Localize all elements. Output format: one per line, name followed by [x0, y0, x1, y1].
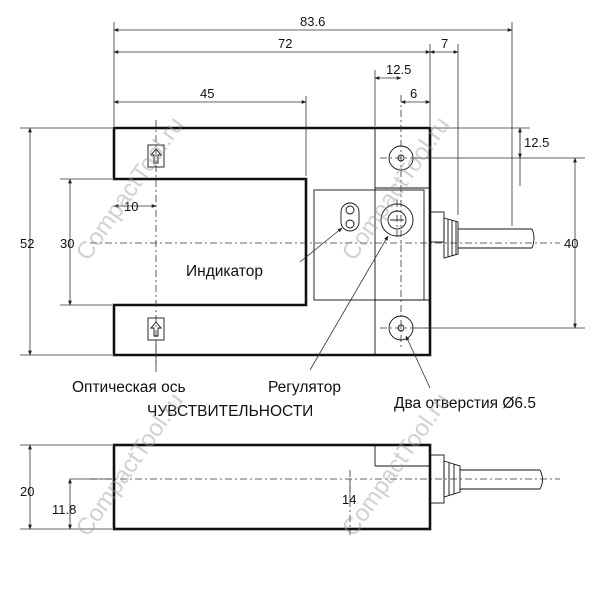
dim-overall-length: 83.6: [300, 14, 325, 29]
control-panel: [313, 189, 425, 301]
optical-axis-arrow-upper-icon: [150, 148, 162, 164]
label-two-holes: Два отверстия Ø6.5: [394, 395, 536, 412]
dim-hole-offset-y: 12.5: [524, 135, 549, 150]
dim-body-height: 52: [20, 236, 34, 251]
centre-lines-side: [90, 470, 560, 535]
indicator-led: [340, 202, 360, 232]
dim-hole-spacing-x: 6: [410, 86, 417, 101]
dim-axis-height: 11.8: [52, 502, 76, 517]
dim-hole-spacing-y: 40: [564, 236, 578, 251]
cable-gland: [429, 211, 459, 259]
dim-side-height: 20: [20, 484, 34, 499]
label-regulator: Регулятор: [268, 379, 341, 396]
watermark-2: CompactTool.ru: [337, 112, 456, 265]
watermark-3: CompactTool.ru: [71, 388, 190, 541]
dim-hole-offset-x: 12.5: [386, 62, 411, 77]
dim-side-mark: 14: [342, 492, 356, 507]
label-sensitivity: ЧУВСТВИТЕЛЬНОСТИ: [147, 403, 313, 420]
watermarks: CompactTool.ru CompactTool.ru CompactToo…: [71, 112, 456, 541]
dim-body-length: 72: [278, 36, 292, 51]
body-outline: [112, 126, 432, 357]
dimension-lines-side: [20, 444, 351, 530]
dim-cable-offset: 7: [441, 36, 448, 51]
sensor-body-side-view: [112, 443, 543, 531]
label-optical-axis: Оптическая ось: [72, 379, 186, 396]
dim-slot-edge-offset: 10: [124, 199, 138, 214]
dim-slot-depth: 45: [200, 86, 214, 101]
dim-slot-width: 30: [60, 236, 74, 251]
dimension-lines-top: [20, 22, 585, 356]
watermark-1: CompactTool.ru: [71, 112, 190, 265]
leader-lines: [155, 227, 431, 389]
dimension-values-top: 83.6 72 7 12.5 6 45 12.5 10 30 52 40: [20, 14, 578, 251]
sensor-body-top-view: [112, 126, 535, 357]
side-cable: [460, 469, 543, 490]
label-indicator: Индикатор: [186, 263, 263, 280]
cable: [458, 228, 535, 249]
